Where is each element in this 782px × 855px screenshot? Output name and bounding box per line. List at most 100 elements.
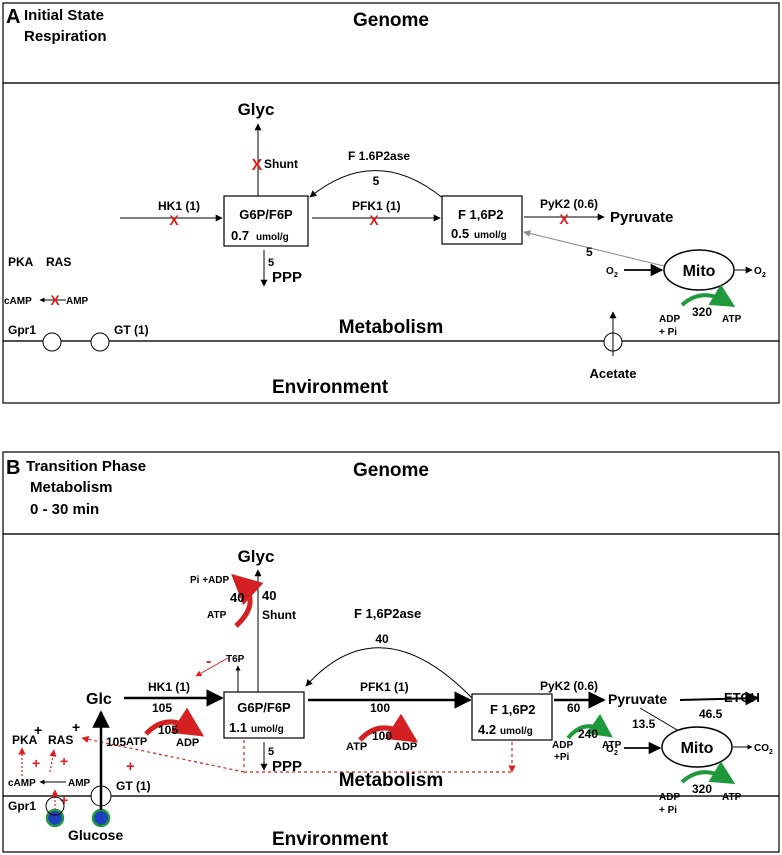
panel-title-b-line3: 0 - 30 min	[30, 501, 99, 518]
shunt-label-a: Shunt	[264, 157, 298, 171]
ras-label-b: RAS	[48, 733, 73, 747]
g6p-label-b: G6P/F6P	[237, 700, 291, 715]
panel-b: B Transition Phase Metabolism 0 - 30 min…	[2, 451, 780, 853]
f16p2-value-b: 4.2	[478, 722, 496, 737]
g6p-label-a: G6P/F6P	[239, 207, 293, 222]
pfk1-inhibition-x-a: X	[369, 212, 379, 228]
f16p2-unit-a: umol/g	[474, 230, 507, 241]
o2-in-b: O	[606, 744, 614, 755]
mito-pi-a: + Pi	[659, 327, 677, 338]
pyk2-inhibition-x-a: X	[559, 211, 569, 227]
t6p-inhibition-arrow-b	[195, 657, 229, 677]
gpr1-receptor-b	[45, 796, 65, 816]
f16p2-box-a	[441, 195, 523, 245]
f16p2-value-a: 0.5	[451, 226, 469, 241]
f16p2ase-arc-a	[309, 170, 453, 207]
hk1-atp-flux-b: 105	[158, 723, 178, 737]
o2-out-a: O	[754, 266, 762, 277]
g6p-unit-a: umol/g	[256, 232, 289, 243]
f16p2-box-b	[471, 693, 553, 741]
hk1-flux-b: 105	[152, 701, 172, 715]
f16p2-label-b: F 1,6P2	[490, 702, 536, 717]
gpr1-plus-b: +	[60, 792, 68, 808]
metabolism-label-b: Metabolism	[339, 770, 444, 791]
pfk1-flux-b: 100	[370, 701, 390, 715]
amp-label-a: AMP	[66, 296, 89, 307]
ppp-label-b: PPP	[272, 758, 302, 775]
metabolism-label-a: Metabolism	[339, 317, 444, 338]
pka-label-a: PKA	[8, 255, 34, 269]
etoh-arrow-b	[679, 691, 760, 706]
panel-title-a-line1: Initial State	[24, 7, 104, 24]
amp-plus-b: +	[60, 753, 68, 769]
mito-atp-a: ATP	[722, 314, 742, 325]
etoh-flux-b: 46.5	[699, 707, 723, 721]
glyc-label-a: Glyc	[238, 100, 275, 119]
gt-receptor-a	[90, 332, 110, 352]
genome-label-a: Genome	[353, 10, 429, 31]
pyk2-atp-arc-b	[566, 713, 613, 740]
g6p-value-a: 0.7	[231, 228, 249, 243]
camp-label-b: cAMP	[8, 778, 36, 789]
mito-pi-b: + Pi	[659, 805, 677, 816]
f16p2ase-label-b: F 1,6P2ase	[354, 606, 421, 621]
amp-ras-arrow-b	[49, 749, 57, 773]
metabolism-box-b	[2, 533, 780, 797]
panel-title-b-line1: Transition Phase	[26, 458, 146, 475]
environment-label-b: Environment	[272, 829, 389, 850]
camp-label-a: cAMP	[4, 296, 32, 307]
hk1-atp-arc-b	[144, 707, 205, 737]
ras-plus-b: +	[72, 719, 80, 735]
mito-atp-b: ATP	[722, 792, 742, 803]
hk1-inhibition-x-a: X	[169, 212, 179, 228]
pka-label-b: PKA	[12, 733, 38, 747]
mito-b	[661, 726, 733, 768]
environment-box-a	[2, 340, 780, 404]
f16p2ase-flux-a: 5	[373, 174, 380, 188]
mito-label-a: Mito	[683, 263, 716, 280]
pyk2-flux-b: 60	[567, 701, 581, 715]
glyc-atp-b: ATP	[207, 610, 227, 621]
environment-box-b	[2, 795, 780, 853]
pfk1-adp-b: ADP	[394, 741, 417, 753]
pka-plus-b: +	[34, 722, 42, 738]
panel-title-a-line2: Respiration	[24, 28, 107, 45]
pyruvate-label-b: Pyruvate	[608, 691, 667, 707]
mito-atp-flux-a: 320	[692, 305, 712, 319]
f16p2ase-arc-b	[305, 647, 473, 699]
mito-adp-a: ADP	[659, 314, 680, 325]
panel-a: A Initial State Respiration Genome Metab…	[2, 2, 780, 404]
pfk1-atp-b: ATP	[346, 741, 367, 753]
gt-label-a: GT (1)	[114, 323, 149, 337]
mito-atp-arc-a	[680, 284, 736, 307]
g6p-value-b: 1.1	[229, 720, 247, 735]
mito-label-b: Mito	[681, 740, 714, 757]
pyk2-label-b: PyK2 (0.6)	[540, 679, 598, 693]
o2-in-a: O	[606, 266, 614, 277]
glucose-label-b: Glucose	[68, 827, 123, 843]
mito-back-arrow-a	[523, 230, 665, 267]
ras-activation-plus-b: +	[126, 758, 135, 775]
environment-label-a: Environment	[272, 377, 389, 398]
gpr1-label-a: Gpr1	[8, 323, 36, 337]
f16p2ase-label-a: F 1.6P2ase	[348, 149, 410, 163]
gt-glucose-b	[91, 808, 111, 828]
glyc-pi-adp-b: Pi +ADP	[190, 575, 230, 586]
pyk2-atp-b: ATP	[602, 740, 622, 751]
mito-back-flux-a: 5	[586, 245, 593, 259]
pfk1-label-b: PFK1 (1)	[360, 680, 409, 694]
gpr1-receptor-a	[42, 332, 62, 352]
mito-a	[663, 249, 735, 291]
ras-label-a: RAS	[46, 255, 71, 269]
genome-label-b: Genome	[353, 460, 429, 481]
pyruvate-mito-arrow-b	[639, 707, 685, 735]
hk1-label-a: HK1 (1)	[158, 199, 200, 213]
f16p2ase-flux-b: 40	[375, 632, 389, 646]
g6p-box-b	[223, 691, 305, 739]
amp-label-b: AMP	[68, 778, 91, 789]
glyc-flux-b: 40	[262, 588, 276, 603]
glyc-atp-flux-b: 40	[230, 590, 244, 605]
hk1-label-b: HK1 (1)	[148, 680, 190, 694]
panel-letter-a: A	[6, 6, 20, 28]
ppp-flux-b: 5	[268, 746, 274, 758]
